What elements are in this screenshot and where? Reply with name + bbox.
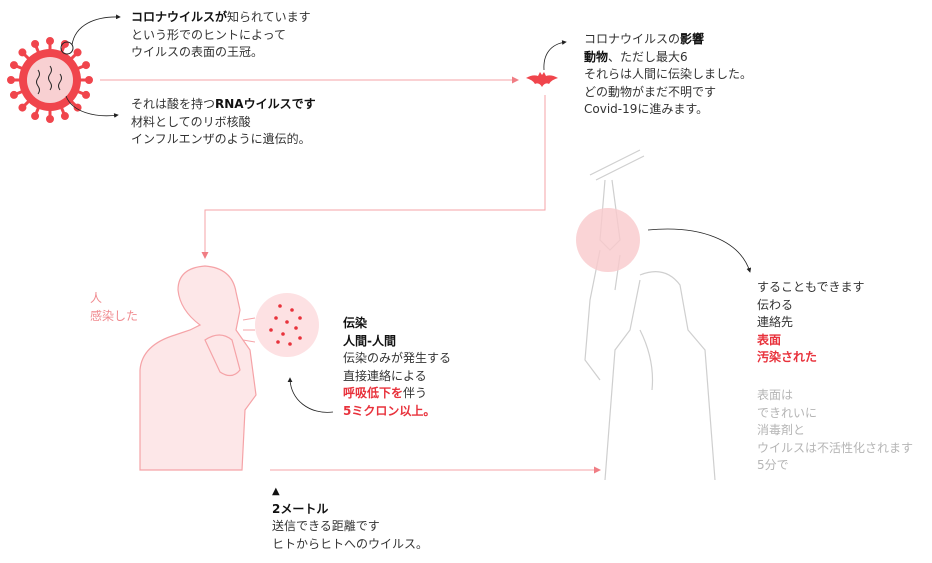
text: 感染した <box>90 308 139 323</box>
text: 、ただし最大6 <box>608 49 688 64</box>
text: それは酸を持つ <box>131 97 216 111</box>
droplet <box>298 336 302 340</box>
text: 伝染のみが発生する <box>343 351 452 365</box>
arrow-to-bat-note <box>543 40 567 71</box>
coronavirus-icon <box>7 37 93 123</box>
droplet <box>285 320 289 324</box>
contact-point-highlight <box>576 208 640 272</box>
text-red: 汚染された <box>757 350 818 364</box>
virus-spike-tip <box>31 39 40 48</box>
transmission-note: 伝染 人間-人間 伝染のみが発生する 直接連絡による 呼吸低下を伴う 5ミクロン… <box>343 315 451 420</box>
text: 送信できる距離です <box>272 519 380 533</box>
droplet <box>294 326 298 330</box>
text-red: 5ミクロン以上。 <box>343 403 436 418</box>
text: インフルエンザのように遺伝的。 <box>131 132 311 146</box>
droplet <box>281 332 285 336</box>
virus-spike-tip <box>85 76 93 84</box>
text: 表面は <box>757 388 794 402</box>
text: 知られています <box>227 10 311 24</box>
text: 消毒剤と <box>757 423 806 437</box>
infected-label: 人 感染した <box>90 290 138 325</box>
arrow-to-note-2 <box>65 95 119 118</box>
text-bold: 影響 <box>680 32 705 46</box>
virus-spike-tip <box>18 48 27 57</box>
distance-note: ▲ 2メートル 送信できる距離です ヒトからヒトへのウイルス。 <box>272 483 428 553</box>
text-bold: 動物 <box>584 49 609 64</box>
text: ウイルスの表面の王冠。 <box>131 45 264 59</box>
text-bold: 伝染 <box>343 316 368 330</box>
text: それらは人間に伝染しました。 <box>584 67 753 81</box>
text: という形でのヒントによって <box>131 27 287 42</box>
droplet <box>276 340 280 344</box>
arrow-to-note-1 <box>71 14 121 46</box>
virus-spike-tip <box>31 112 40 121</box>
arrow-to-droplets <box>287 377 334 413</box>
text-bold: 2メートル <box>272 501 329 516</box>
virus-spike-tip <box>82 90 91 99</box>
text: ウイルスは不活性化されます <box>757 440 914 455</box>
droplet <box>274 316 278 320</box>
text: 人 <box>90 291 103 305</box>
virus-note-rna: それは酸を持つRNAウイルスです 材料としてのリボ核酸 インフルエンザのように遺… <box>131 96 316 149</box>
text: ヒトからヒトへのウイルス。 <box>272 536 429 551</box>
droplet <box>288 342 292 346</box>
text: どの動物がまだ不明です <box>584 84 717 99</box>
text: できれいに <box>757 405 818 420</box>
droplet <box>298 316 302 320</box>
text-bold: 人間-人間 <box>343 333 396 348</box>
text-red: 表面 <box>757 332 782 347</box>
surface-note: することもできます 伝わる 連絡先 表面 汚染された <box>757 279 865 367</box>
triangle-marker-icon: ▲ <box>272 486 280 497</box>
virus-spike-tip <box>46 37 54 45</box>
virus-spike-tip <box>60 112 69 121</box>
text-bold: RNAウイルスです <box>215 97 316 111</box>
virus-spike-tip <box>7 76 15 84</box>
disinfect-note: 表面は できれいに 消毒剤と ウイルスは不活性化されます 5分で <box>757 387 913 475</box>
text: 材料としてのリボ核酸 <box>131 114 251 129</box>
woman-figure <box>584 149 716 481</box>
text: 伝わる <box>757 297 794 312</box>
virus-spike-tip <box>18 103 27 112</box>
virus-spike-tip <box>82 61 91 70</box>
text: Covid-19に進みます。 <box>584 102 709 116</box>
droplet <box>278 304 282 308</box>
flow-line-bat-to-human <box>201 95 546 259</box>
droplets-icon <box>242 293 319 357</box>
text: 直接連絡による <box>343 368 427 383</box>
arrow-to-surface-note <box>647 228 752 273</box>
virus-spike-tip <box>73 48 82 57</box>
bat-icon <box>526 72 558 87</box>
text: コロナウイルスの <box>584 32 681 46</box>
droplet <box>269 328 273 332</box>
virus-spike-tip <box>46 115 54 123</box>
sneezing-person-figure <box>139 265 257 471</box>
virus-note-surface: コロナウイルスが知られています という形でのヒントによって ウイルスの表面の王冠… <box>131 9 311 62</box>
virus-spike-tip <box>9 61 18 70</box>
droplet <box>290 308 294 312</box>
virus-spike-tip <box>9 90 18 99</box>
text-red: 呼吸低下を <box>343 386 404 400</box>
text: 5分で <box>757 458 789 472</box>
text: 連絡先 <box>757 315 794 329</box>
text: することもできます <box>757 280 865 294</box>
text: 伴う <box>403 386 428 400</box>
text-bold: コロナウイルスが <box>131 10 228 24</box>
bat-note: コロナウイルスの影響 動物、ただし最大6 それらは人間に伝染しました。 どの動物… <box>584 31 752 119</box>
